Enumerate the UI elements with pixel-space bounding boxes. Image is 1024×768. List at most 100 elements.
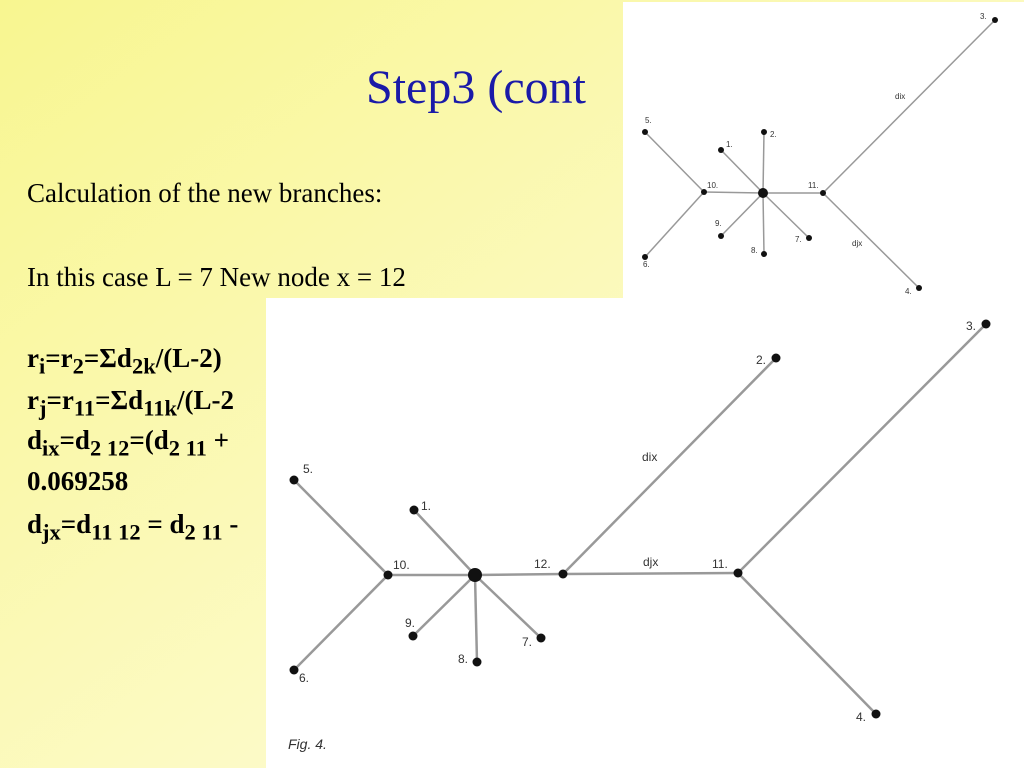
- edge-bottom-10-5: [293, 479, 389, 576]
- tree-top-dots: [642, 17, 998, 291]
- tree-top-edges: [644, 19, 996, 289]
- edge-bottom-c-8: [473, 574, 479, 663]
- node-label-top-1: 1.: [726, 140, 733, 149]
- formula-ri-c-sub: 2k: [131, 353, 156, 379]
- edge-bottom-11-3: [737, 323, 987, 574]
- node-dot-bottom-3: [981, 319, 991, 329]
- formula-dix-a: d: [27, 425, 43, 455]
- node-label-top-4: 4.: [905, 287, 912, 296]
- formula-dix-a-sub: ix: [42, 435, 60, 461]
- formula-rj-a-sub: j: [38, 395, 47, 421]
- node-label-bottom-2: 2.: [756, 353, 766, 367]
- formula-dix-d: +: [206, 425, 230, 455]
- formula-dix-b: =d: [59, 425, 90, 455]
- node-dot-top-10: [701, 189, 707, 195]
- formula-djx-b: =d: [60, 509, 92, 539]
- tree-top-labels: 1. 2. 3. 4. 5. 6. 7. 8. 9. 10. 11. dix d…: [643, 12, 987, 296]
- edge-top-10-c: [703, 191, 764, 194]
- center-dot-top: [758, 188, 768, 198]
- edge-bottom-c-1: [413, 509, 476, 576]
- edge-top-c-7: [762, 192, 810, 239]
- edge-bottom-12-2: [562, 357, 777, 575]
- node-dot-top-6: [642, 254, 648, 260]
- node-dot-bottom-6: [289, 665, 299, 675]
- formula-ri-c: =Σd: [83, 343, 132, 373]
- node-dot-bottom-4: [871, 709, 881, 719]
- edge-top-c-9: [720, 192, 764, 237]
- edge-top-11-3: [822, 19, 996, 194]
- formula-dix-b-sub: 2 12: [89, 435, 130, 461]
- edge-top-c-1: [720, 149, 764, 194]
- node-label-bottom-5: 5.: [303, 462, 313, 476]
- node-dot-top-8: [761, 251, 767, 257]
- formula-djx-d: -: [222, 509, 239, 539]
- node-label-bottom-8: 8.: [458, 652, 468, 666]
- formula-rj-a: r: [27, 385, 39, 415]
- center-dot-bottom: [468, 568, 482, 582]
- formula-rj: rj=r11=Σd11k/(L-2: [27, 385, 234, 421]
- node-dot-bottom-10: [383, 570, 393, 580]
- formula-djx-c: = d: [140, 509, 185, 539]
- node-label-top-11: 11.: [808, 181, 819, 190]
- edge-bottom-12-11: [562, 571, 739, 576]
- formula-rj-c-sub: 11k: [143, 395, 177, 421]
- node-dot-bottom-1: [409, 505, 419, 515]
- edge-label-top-dix: dix: [895, 92, 905, 101]
- formula-ri-a-sub: i: [38, 353, 46, 379]
- node-label-bottom-12: 12.: [534, 557, 551, 571]
- tree-figure-top: 1. 2. 3. 4. 5. 6. 7. 8. 9. 10. 11. dix d…: [623, 2, 1024, 298]
- edge-label-top-djx: djx: [852, 239, 862, 248]
- node-label-top-8: 8.: [751, 246, 758, 255]
- formula-ri-d: /(L-2): [155, 343, 222, 373]
- edge-bottom-c-12: [474, 572, 564, 577]
- formula-ri-b: =r: [45, 343, 73, 373]
- case-line: In this case L = 7 New node x = 12: [27, 262, 406, 292]
- value-dix: 0.069258: [27, 466, 129, 496]
- node-dot-bottom-11: [733, 568, 743, 578]
- node-label-top-10: 10.: [707, 181, 718, 190]
- node-dot-top-11: [820, 190, 826, 196]
- node-dot-bottom-2: [771, 353, 781, 363]
- node-label-top-6: 6.: [643, 260, 650, 269]
- formula-rj-c: =Σd: [95, 385, 144, 415]
- node-dot-top-7: [806, 235, 812, 241]
- node-label-top-7: 7.: [795, 235, 802, 244]
- edge-label-bottom-djx: djx: [643, 555, 658, 569]
- edge-top-c-2: [762, 131, 765, 194]
- tree-bottom-labels: 1. 2. 3. 4. 5. 6. 7. 8. 9. 10. 11. 12. d…: [299, 319, 976, 724]
- formula-dix-c: =(d: [129, 425, 169, 455]
- node-label-top-3: 3.: [980, 12, 987, 21]
- edge-bottom-11-4: [737, 572, 877, 715]
- formula-rj-b-sub: 11: [73, 395, 96, 421]
- node-dot-bottom-8: [472, 657, 482, 667]
- node-label-bottom-11: 11.: [712, 557, 728, 571]
- node-label-top-9: 9.: [715, 219, 722, 228]
- formula-rj-b: =r: [46, 385, 74, 415]
- formula-dix: dix=d2 12=(d2 11 +: [27, 425, 229, 461]
- edge-label-bottom-dix: dix: [642, 450, 657, 464]
- node-dot-top-2: [761, 129, 767, 135]
- tree-bottom-dots: [289, 319, 991, 719]
- node-label-bottom-3: 3.: [966, 319, 976, 333]
- node-label-bottom-1: 1.: [421, 499, 431, 513]
- node-dot-top-4: [916, 285, 922, 291]
- node-dot-bottom-5: [289, 475, 299, 485]
- node-dot-top-9: [718, 233, 724, 239]
- formula-ri: ri=r2=Σd2k/(L-2): [27, 343, 222, 379]
- node-label-top-5: 5.: [645, 116, 652, 125]
- node-label-bottom-4: 4.: [856, 710, 866, 724]
- tree-bottom-edges: [293, 323, 987, 715]
- edge-top-11-4: [822, 192, 920, 289]
- node-label-bottom-7: 7.: [522, 635, 532, 649]
- tree-figure-bottom-svg: 1. 2. 3. 4. 5. 6. 7. 8. 9. 10. 11. 12. d…: [289, 319, 991, 724]
- formula-djx-b-sub: 11 12: [91, 519, 141, 545]
- node-label-bottom-9: 9.: [405, 616, 415, 630]
- formula-ri-a: r: [27, 343, 39, 373]
- edge-bottom-10-6: [293, 574, 389, 671]
- node-dot-bottom-9: [408, 631, 418, 641]
- formula-rj-d: /(L-2: [176, 385, 234, 415]
- formula-dix-c-sub: 2 11: [168, 435, 207, 461]
- slide-title: Step3 (cont: [366, 61, 586, 114]
- edge-bottom-c-9: [412, 574, 476, 637]
- formula-djx-a-sub: jx: [42, 519, 61, 545]
